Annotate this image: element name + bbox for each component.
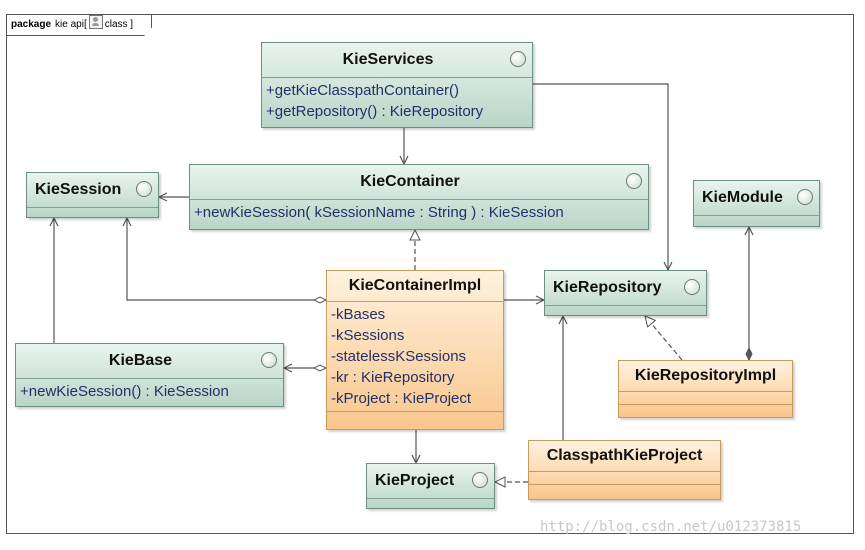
edge-repoimpl-realizes-repository: [645, 316, 683, 361]
kie-project-header: KieProject: [367, 464, 494, 498]
interface-circle-icon: [261, 352, 277, 368]
kie-module-body: [694, 215, 819, 228]
kie-services-header: KieServices: [262, 43, 532, 77]
interface-circle-icon: [472, 472, 488, 488]
classpath-kie-project-attributes: [529, 471, 720, 484]
attribute: -kBases: [331, 306, 386, 323]
kie-repository-impl-class[interactable]: KieRepositoryImpl: [618, 360, 793, 418]
kie-container-impl-name: KieContainerImpl: [348, 277, 482, 294]
attribute: -kSessions: [331, 327, 405, 344]
interface-circle-icon: [136, 181, 152, 197]
kie-repository-interface[interactable]: KieRepository: [544, 270, 707, 316]
package-stereotype: class: [104, 19, 128, 30]
kie-repository-name: KieRepository: [553, 279, 662, 296]
kie-services-operations: +getKieClasspathContainer() +getReposito…: [262, 77, 532, 124]
kie-repository-header: KieRepository: [545, 271, 706, 305]
class-diagram-icon: [89, 15, 103, 29]
kie-repository-impl-header: KieRepositoryImpl: [619, 361, 792, 391]
kie-container-header: KieContainer: [190, 165, 648, 199]
kie-session-interface[interactable]: KieSession: [26, 172, 159, 218]
kie-container-impl-attributes: -kBases -kSessions -statelessKSessions -…: [327, 301, 503, 411]
kie-base-name: KieBase: [108, 352, 173, 369]
attribute: -kr : KieRepository: [331, 369, 455, 386]
interface-circle-icon: [626, 173, 642, 189]
classpath-kie-project-header: ClasspathKieProject: [529, 441, 720, 471]
kie-module-interface[interactable]: KieModule: [693, 180, 820, 227]
kie-container-impl-operations: [327, 411, 503, 422]
edge-impl-session: [127, 218, 326, 300]
operation: +newKieSession( kSessionName : String ) …: [194, 204, 564, 221]
interface-circle-icon: [684, 279, 700, 295]
kie-session-header: KieSession: [27, 173, 158, 207]
kie-repository-impl-attributes: [619, 391, 792, 404]
classpath-kie-project-operations: [529, 484, 720, 495]
edge-services-repository: [533, 83, 668, 270]
kie-module-header: KieModule: [694, 181, 819, 215]
classpath-kie-project-class[interactable]: ClasspathKieProject: [528, 440, 721, 500]
package-keyword: package: [11, 19, 52, 30]
kie-base-header: KieBase: [16, 344, 283, 378]
attribute: -statelessKSessions: [331, 348, 467, 365]
kie-services-interface[interactable]: KieServices +getKieClasspathContainer() …: [261, 42, 533, 128]
kie-container-interface[interactable]: KieContainer +newKieSession( kSessionNam…: [189, 164, 649, 230]
interface-circle-icon: [510, 51, 526, 67]
package-name: kie api: [55, 19, 84, 30]
kie-container-impl-header: KieContainerImpl: [327, 271, 503, 301]
attribute: -kProject : KieProject: [331, 390, 472, 407]
kie-session-body: [27, 207, 158, 220]
kie-services-name: KieServices: [342, 51, 434, 68]
kie-base-interface[interactable]: KieBase +newKieSession() : KieSession: [15, 343, 284, 407]
kie-project-interface[interactable]: KieProject: [366, 463, 495, 509]
watermark: http://blog.csdn.net/u012373815: [540, 519, 802, 535]
kie-base-operations: +newKieSession() : KieSession: [16, 378, 283, 404]
kie-repository-impl-name: KieRepositoryImpl: [634, 367, 777, 384]
operation: +getKieClasspathContainer(): [266, 82, 460, 99]
kie-container-name: KieContainer: [360, 173, 460, 190]
kie-container-operations: +newKieSession( kSessionName : String ) …: [190, 199, 648, 225]
kie-module-name: KieModule: [702, 189, 783, 206]
kie-container-impl-class[interactable]: KieContainerImpl -kBases -kSessions -sta…: [326, 270, 504, 430]
kie-session-name: KieSession: [35, 181, 122, 198]
operation: +getRepository() : KieRepository: [266, 103, 484, 120]
kie-repository-impl-operations: [619, 404, 792, 415]
kie-project-body: [367, 498, 494, 511]
kie-project-name: KieProject: [375, 472, 455, 489]
interface-circle-icon: [797, 189, 813, 205]
operation: +newKieSession() : KieSession: [20, 383, 229, 400]
kie-repository-body: [545, 305, 706, 318]
classpath-kie-project-name: ClasspathKieProject: [546, 447, 703, 464]
